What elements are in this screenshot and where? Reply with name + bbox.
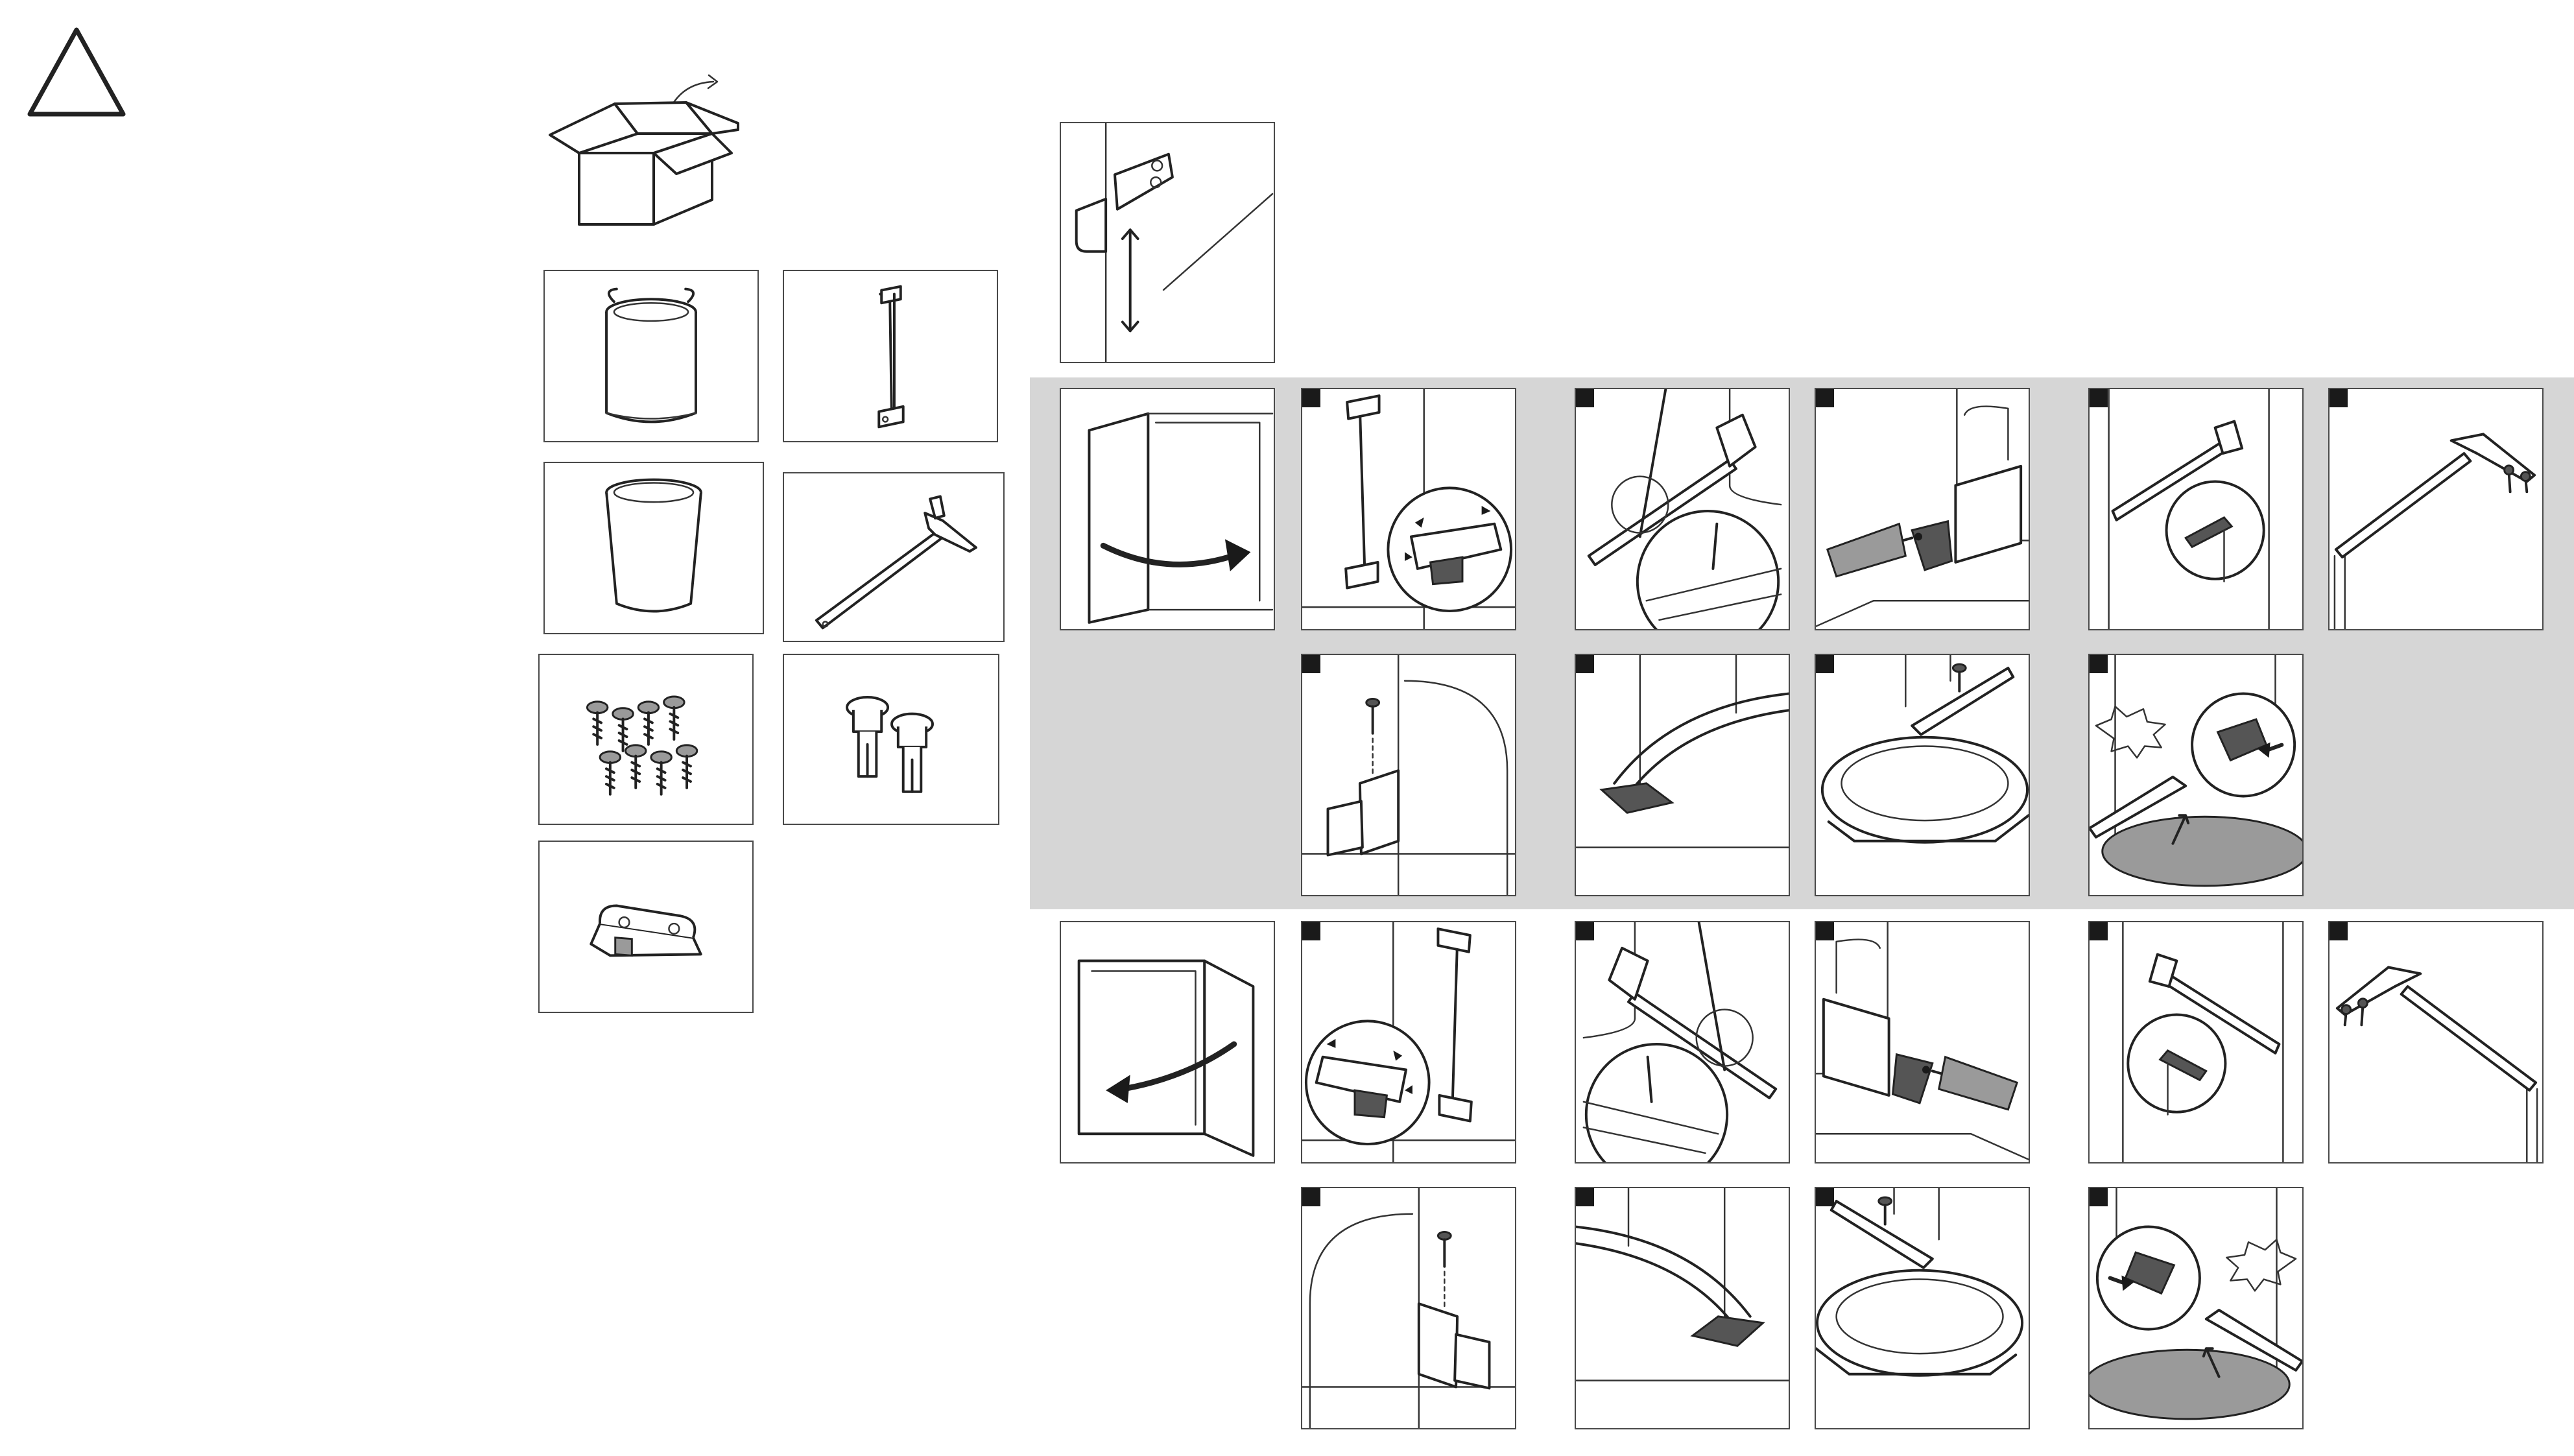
rod-mount-icon [1302,922,1515,1162]
left-step-panel [1301,921,1516,1164]
pins-icon [784,655,998,824]
right-step-panel [2328,388,2544,630]
step-badge [1816,389,1834,407]
part-lid-arm [783,472,1005,642]
lid-click-icon [2090,1188,2302,1428]
right-step-panel [1815,654,2030,896]
lid-click-icon [2090,655,2302,895]
left-step-panel [1815,921,2030,1164]
step-badge [1302,922,1320,940]
bracket-mount-icon [1816,389,2029,629]
step-badge [1816,922,1834,940]
rod-mount-icon [1302,389,1515,629]
step-badge [2090,1188,2108,1206]
right-step-panel [1575,388,1790,630]
part-pins [783,654,999,825]
step-badge [2330,389,2348,407]
right-step-panel [1301,654,1516,896]
step-badge [2090,922,2108,940]
arm-screw-icon [2330,922,2542,1162]
screws-icon [540,655,752,824]
left-step-panel [1301,1187,1516,1429]
rod-drill-icon [1576,922,1789,1162]
warning-triangle-icon [26,25,127,118]
part-bracket [538,841,754,1013]
bracket-mount-icon [1816,922,2029,1162]
part-outer-bin [543,270,759,442]
part-inner-bucket [543,462,764,634]
left-step-panel [1575,921,1790,1164]
ring-place-icon [1576,1188,1789,1428]
ring-place-icon [1576,655,1789,895]
outer-bin-icon [545,271,757,441]
open-box-icon [543,70,748,232]
step-badge [1576,922,1594,940]
pin-insert-icon [1302,1188,1515,1428]
rod-drill-icon [1576,389,1789,629]
ring-pin-icon [1816,655,2029,895]
step-badge [1302,655,1320,673]
arm-mount-icon [2090,922,2302,1162]
right-step-panel [2088,388,2304,630]
lid-arm-icon [784,473,1003,641]
step-badge [2090,655,2108,673]
arm-mount-icon [2090,389,2302,629]
part-guide-rod [783,270,998,442]
step-badge [2090,389,2108,407]
step-badge [1302,389,1320,407]
bracket-icon [540,842,752,1012]
step-badge [1816,655,1834,673]
right-step-panel [1301,388,1516,630]
cabinet-door-left-icon [1061,922,1274,1162]
right-step-panel [1575,654,1790,896]
left-step-panel [1575,1187,1790,1429]
step-badge [2330,922,2348,940]
left-step-panel [2088,921,2304,1164]
cabinet-door-right-icon [1061,389,1274,629]
left-step-panel [2088,1187,2304,1429]
hinge-adjust-icon [1061,123,1274,362]
guide-rod-icon [784,271,997,441]
left-step-panel [1815,1187,2030,1429]
step-cabinet-right [1060,388,1275,630]
step-badge [1816,1188,1834,1206]
left-step-panel [2328,921,2544,1164]
arm-screw-icon [2330,389,2542,629]
step-cabinet-left [1060,921,1275,1164]
pin-insert-icon [1302,655,1515,895]
right-step-panel [1815,388,2030,630]
ring-pin-icon [1816,1188,2029,1428]
step-hinge-check [1060,122,1275,363]
right-step-panel [2088,654,2304,896]
step-badge [1576,1188,1594,1206]
step-badge [1576,389,1594,407]
inner-bucket-icon [545,463,763,633]
part-screws [538,654,754,825]
step-badge [1576,655,1594,673]
step-badge [1302,1188,1320,1206]
